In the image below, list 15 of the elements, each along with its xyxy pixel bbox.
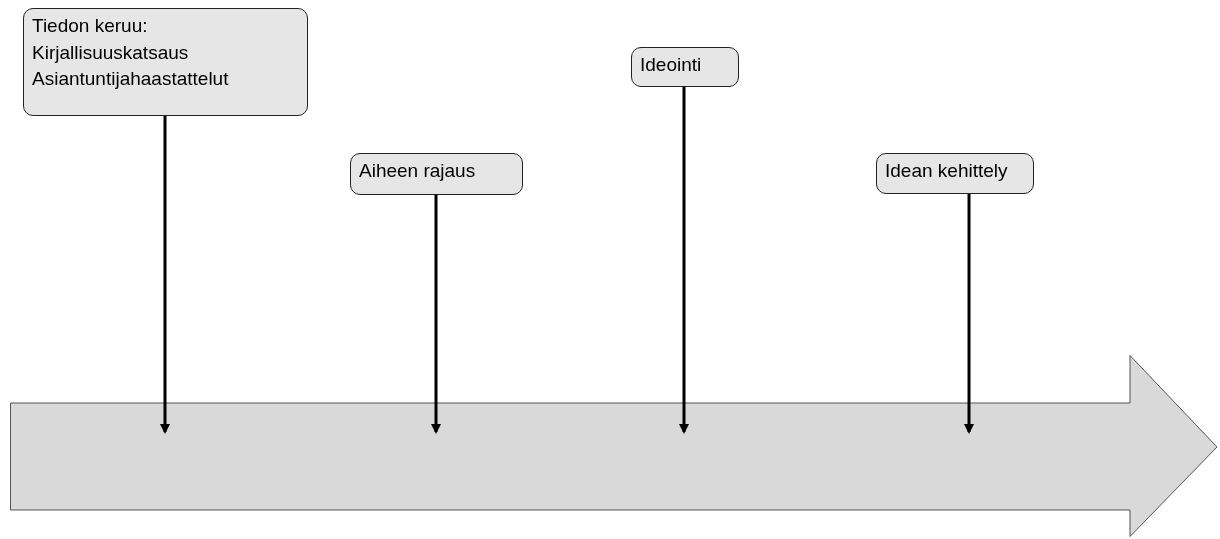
stage-text: Ideointi bbox=[640, 53, 703, 77]
stage-box bbox=[350, 153, 523, 195]
stage-text: Idean kehittely bbox=[885, 159, 1009, 183]
arrow bbox=[160, 116, 170, 434]
stage-text: Asiantuntijahaastattelut bbox=[32, 67, 230, 92]
stage-text: Kirjallisuuskatsaus bbox=[32, 40, 190, 65]
stage-text: Tiedon keruu: bbox=[32, 14, 149, 38]
stage-box bbox=[631, 47, 739, 87]
stage-box bbox=[876, 153, 1034, 194]
stage-text: Aiheen rajaus bbox=[359, 159, 477, 183]
arrow bbox=[679, 87, 689, 434]
timeline-arrow bbox=[10, 355, 1218, 537]
arrow bbox=[964, 194, 974, 434]
stage-box bbox=[23, 8, 308, 116]
arrow bbox=[431, 195, 441, 434]
